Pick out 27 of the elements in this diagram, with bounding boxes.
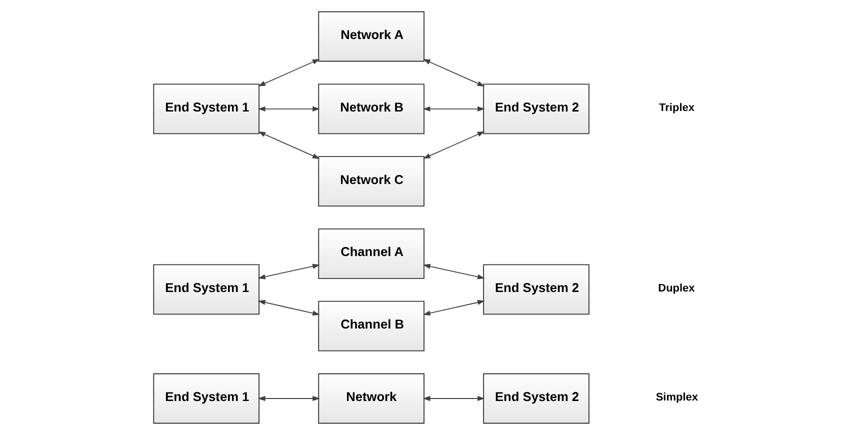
node-box: Network B bbox=[318, 84, 424, 134]
arrow bbox=[258, 264, 320, 280]
node-box: End System 1 bbox=[153, 373, 260, 424]
node-box: Network bbox=[318, 373, 424, 424]
label: Triplex bbox=[659, 102, 694, 114]
node-box: End System 1 bbox=[153, 84, 260, 134]
arrow bbox=[258, 131, 320, 159]
arrow bbox=[422, 106, 485, 112]
node-box: End System 2 bbox=[483, 373, 590, 424]
arrow bbox=[258, 396, 320, 402]
arrow bbox=[422, 264, 485, 280]
arrow bbox=[423, 131, 485, 159]
node-box: Network C bbox=[318, 156, 424, 206]
node-box: End System 1 bbox=[153, 264, 260, 315]
node-box: End System 2 bbox=[483, 264, 590, 315]
arrow bbox=[422, 396, 485, 402]
node-box: Network A bbox=[318, 11, 424, 62]
node-box: Channel A bbox=[318, 228, 424, 279]
arrow bbox=[258, 58, 320, 86]
arrow bbox=[258, 300, 320, 316]
node-box: Channel B bbox=[318, 300, 424, 352]
label: Duplex bbox=[658, 282, 695, 294]
arrow bbox=[258, 106, 320, 112]
label: Simplex bbox=[656, 391, 698, 404]
arrow bbox=[422, 300, 485, 316]
node-box: End System 2 bbox=[483, 84, 590, 134]
arrow bbox=[423, 59, 485, 86]
